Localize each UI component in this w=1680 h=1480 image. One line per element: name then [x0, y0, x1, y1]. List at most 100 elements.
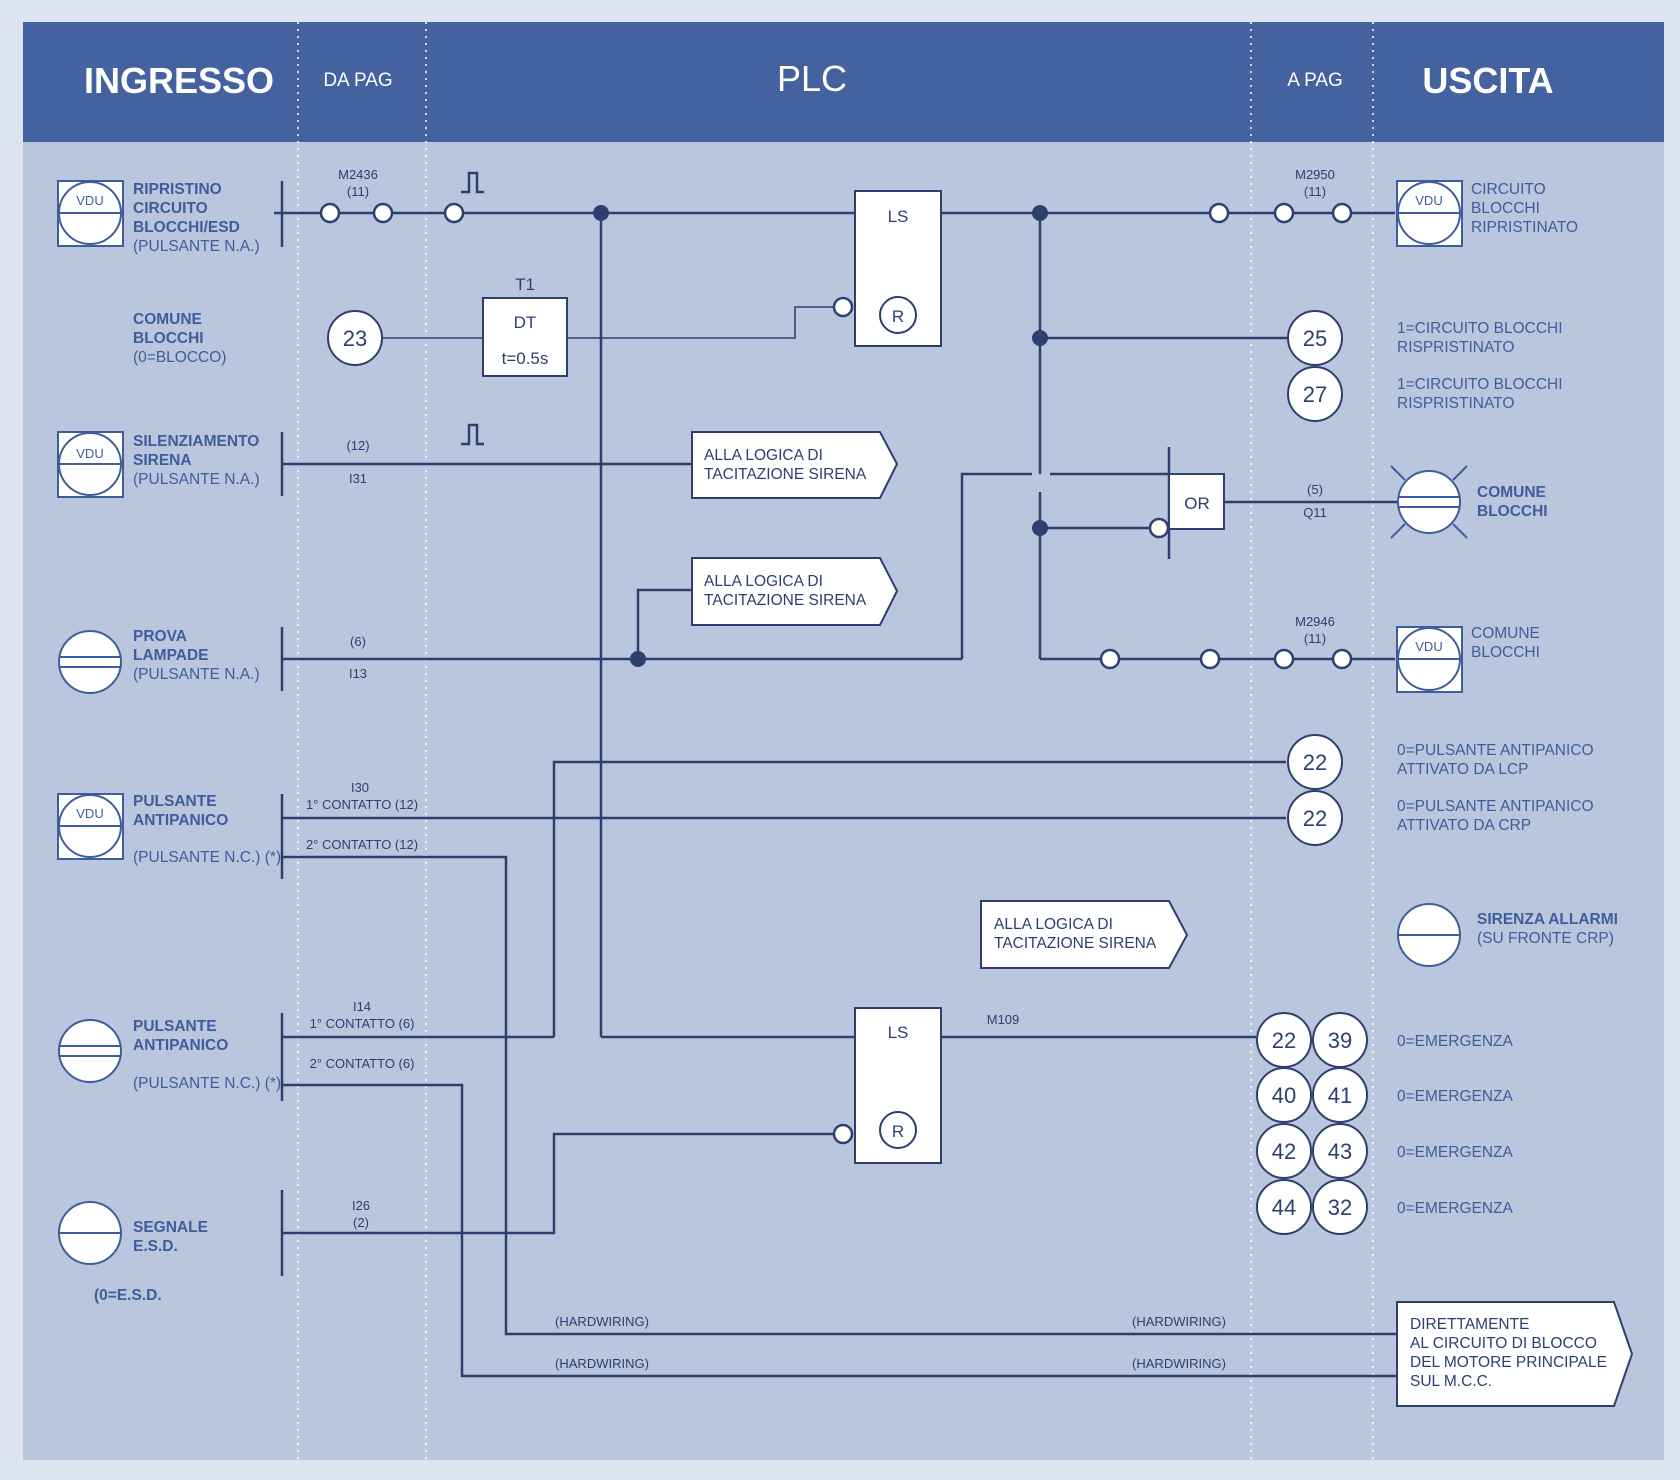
direct-line-3: DEL MOTORE PRINCIPALE	[1410, 1354, 1607, 1371]
ripristino-line-2: CIRCUITO	[133, 200, 208, 217]
esd-line-3: (0=E.S.D.	[94, 1287, 162, 1304]
tag-m2946: M2946	[1295, 614, 1335, 629]
reset-label-bottom: R	[892, 1122, 904, 1141]
comune-vdu-line-1: COMUNE	[1471, 625, 1540, 642]
circle-27: 27	[1303, 382, 1327, 407]
vdu-label: VDU	[1415, 193, 1442, 208]
comune-line-3: (0=BLOCCO)	[133, 349, 226, 366]
antipanico-lcp-line-1: 0=PULSANTE ANTIPANICO	[1397, 742, 1594, 759]
tag-i26: I26	[352, 1198, 370, 1213]
junction-dots	[593, 205, 1048, 667]
tag-hardwiring-2a: (HARDWIRING)	[555, 1356, 649, 1371]
tag-i14: I14	[353, 999, 371, 1014]
direct-line-4: SUL M.C.C.	[1410, 1373, 1492, 1390]
reference-numbers: 23 25 27 22 22 22 39 40 41 42 43 44 32	[343, 326, 1352, 1220]
reference-circles	[327, 310, 1368, 1235]
emergenza-3: 0=EMERGENZA	[1397, 1144, 1514, 1161]
circuito-line-1: CIRCUITO	[1471, 181, 1546, 198]
tag-6: (6)	[350, 634, 366, 649]
tag-12: (12)	[346, 438, 369, 453]
tag-contatto1-12: 1° CONTATTO (12)	[306, 797, 418, 812]
antipanico1-line-1: PULSANTE	[133, 793, 217, 810]
timer-name: T1	[515, 275, 535, 294]
prova-line-2: LAMPADE	[133, 647, 209, 664]
lamp-icon-comune	[1390, 465, 1468, 539]
comune-vdu-line-2: BLOCCHI	[1471, 644, 1540, 661]
vdu-button-icon-silenziamento: VDU	[57, 431, 124, 498]
input-labels: RIPRISTINO CIRCUITO BLOCCHI/ESD (PULSANT…	[94, 181, 281, 1304]
latch-label-top: LS	[888, 207, 909, 226]
or-gate-label: OR	[1184, 494, 1210, 513]
circle-39: 39	[1328, 1028, 1352, 1053]
tag-hardwiring-1b: (HARDWIRING)	[1132, 1314, 1226, 1329]
latch-label-bottom: LS	[888, 1023, 909, 1042]
silenziamento-line-1: SILENZIAMENTO	[133, 433, 259, 450]
signal-tags: M2436 (11) (12) I31 (6) I13 I30 1° CONTA…	[306, 167, 1335, 1371]
emergenza-2: 0=EMERGENZA	[1397, 1088, 1514, 1105]
diagram-panel	[23, 140, 1664, 1460]
latch-block-bottom: LS R	[854, 1007, 942, 1164]
tag-m2950: M2950	[1295, 167, 1335, 182]
arrow-2-line-1: ALLA LOGICA DI	[704, 573, 823, 590]
vdu-button-icon-antipanico: VDU	[57, 793, 124, 860]
comune-line-2: BLOCCHI	[133, 330, 204, 347]
signal-icon-esd	[58, 1201, 122, 1265]
header-from-page: DA PAG	[323, 70, 392, 91]
tag-contatto1-6: 1° CONTATTO (6)	[310, 1016, 415, 1031]
tag-i31: I31	[349, 471, 367, 486]
ripristinato2-line-2: RISPRISTINATO	[1397, 395, 1514, 412]
circle-32: 32	[1328, 1195, 1352, 1220]
circle-40: 40	[1272, 1083, 1296, 1108]
tag-i13: I13	[349, 666, 367, 681]
prova-line-1: PROVA	[133, 628, 187, 645]
tag-q11: Q11	[1303, 505, 1327, 520]
arrow-3-line-1: ALLA LOGICA DI	[994, 916, 1113, 933]
circuito-line-3: RIPRISTINATO	[1471, 219, 1578, 236]
esd-line-1: SEGNALE	[133, 1219, 208, 1236]
vdu-label: VDU	[76, 806, 103, 821]
tag-hardwiring-1a: (HARDWIRING)	[555, 1314, 649, 1329]
vdu-button-icon-ripristino: VDU	[57, 180, 124, 247]
contact-circles	[319, 202, 1353, 1145]
circle-44: 44	[1272, 1195, 1296, 1220]
tag-11-c: (11)	[1304, 631, 1326, 646]
direct-output-box: DIRETTAMENTE AL CIRCUITO DI BLOCCO DEL M…	[1396, 1301, 1634, 1407]
vdu-label: VDU	[76, 446, 103, 461]
vdu-indicator-icon-comune: VDU	[1396, 626, 1463, 693]
arrow-box-1: ALLA LOGICA DI TACITAZIONE SIRENA	[691, 431, 899, 499]
reset-label-top: R	[892, 307, 904, 326]
antipanico2-line-1: PULSANTE	[133, 1018, 217, 1035]
circle-42: 42	[1272, 1139, 1296, 1164]
sirena-line-1: SIRENZA ALLARMI	[1477, 911, 1618, 928]
circle-22-emergency: 22	[1272, 1028, 1296, 1053]
circle-22-crp: 22	[1303, 806, 1327, 831]
tag-contatto2-6: 2° CONTATTO (6)	[310, 1056, 415, 1071]
sirena-line-2: (SU FRONTE CRP)	[1477, 930, 1614, 947]
ripristinato2-line-1: 1=CIRCUITO BLOCCHI	[1397, 376, 1563, 393]
antipanico-crp-line-2: ATTIVATO DA CRP	[1397, 817, 1531, 834]
tag-i30: I30	[351, 780, 369, 795]
ripristino-line-4: (PULSANTE N.A.)	[133, 238, 260, 255]
circuito-line-2: BLOCCHI	[1471, 200, 1540, 217]
tag-5: (5)	[1307, 482, 1323, 497]
arrow-3-line-2: TACITAZIONE SIRENA	[994, 935, 1157, 952]
timer-type: DT	[514, 313, 537, 332]
emergenza-4: 0=EMERGENZA	[1397, 1200, 1514, 1217]
silenziamento-line-2: SIRENA	[133, 452, 192, 469]
header-to-page: A PAG	[1287, 70, 1343, 91]
tag-contatto2-12: 2° CONTATTO (12)	[306, 837, 418, 852]
vdu-indicator-icon-ripristinato: VDU	[1396, 180, 1463, 247]
antipanico1-line-3: (PULSANTE N.C.) (*)	[133, 849, 281, 866]
header-plc-title: PLC	[777, 58, 847, 99]
ripristinato1-line-2: RISPRISTINATO	[1397, 339, 1514, 356]
header-input-title: INGRESSO	[84, 60, 274, 101]
timer-block: T1 DT t=0.5s	[482, 275, 568, 377]
siren-icon	[1397, 903, 1461, 967]
tag-m2436: M2436	[338, 167, 378, 182]
vdu-label: VDU	[76, 193, 103, 208]
arrow-box-2: ALLA LOGICA DI TACITAZIONE SIRENA	[691, 557, 899, 626]
arrow-box-3: ALLA LOGICA DI TACITAZIONE SIRENA	[980, 900, 1189, 969]
tag-11-b: (11)	[1304, 184, 1326, 199]
emergenza-1: 0=EMERGENZA	[1397, 1033, 1514, 1050]
pushbutton-icon-prova	[58, 630, 122, 694]
